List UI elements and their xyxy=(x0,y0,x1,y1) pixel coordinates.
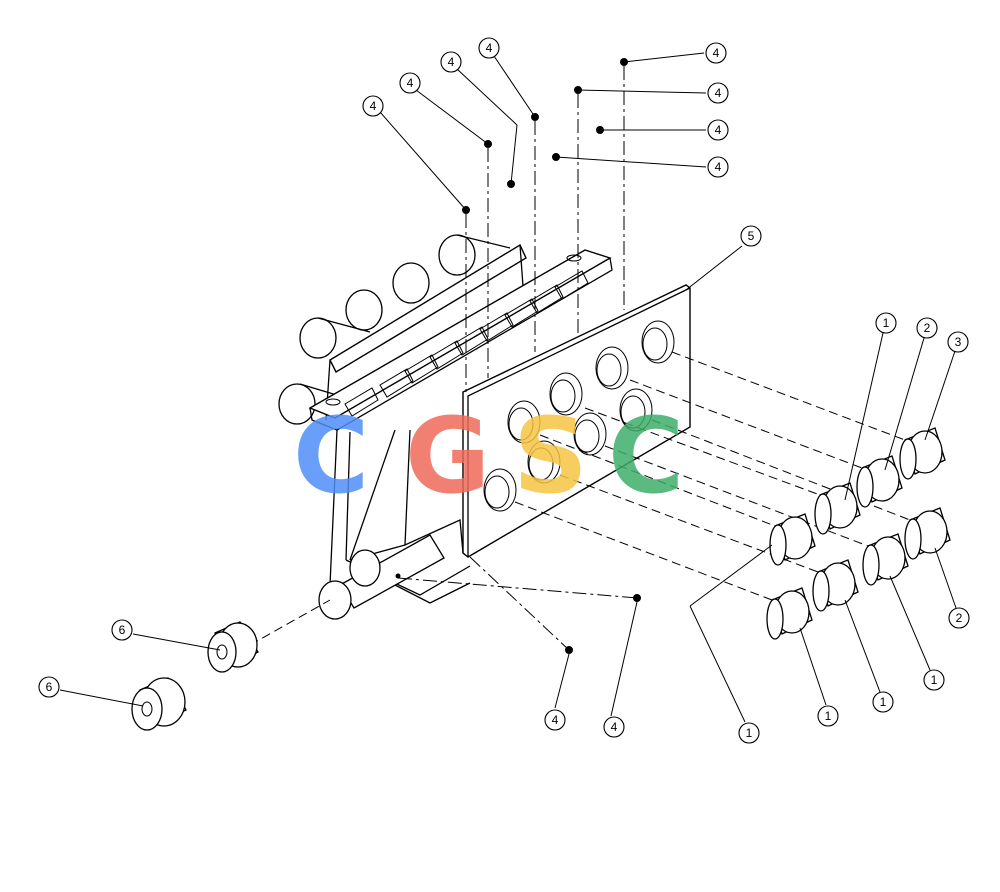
balloon-label: 1 xyxy=(746,726,753,740)
balloon-label: 4 xyxy=(552,713,559,727)
item-balloon: 2 xyxy=(916,317,938,339)
watermark-letter: G xyxy=(405,395,490,517)
item-balloon: 1 xyxy=(875,312,897,334)
screw-axes xyxy=(397,66,638,651)
balloon-label: 4 xyxy=(713,46,720,60)
caps xyxy=(766,427,951,640)
item-balloon: 4 xyxy=(544,709,566,731)
balloon-label: 3 xyxy=(955,335,962,349)
rear-tubes xyxy=(278,234,511,425)
leader-lines xyxy=(59,52,957,723)
watermark-letter: C xyxy=(293,395,369,517)
balloon-label: 4 xyxy=(715,123,722,137)
balloon-label: 1 xyxy=(880,695,887,709)
item-balloon: 5 xyxy=(740,225,762,247)
item-balloon: 4 xyxy=(362,95,384,117)
item-balloon: 4 xyxy=(478,37,500,59)
balloon-label: 1 xyxy=(825,709,832,723)
bushings xyxy=(131,621,259,731)
item-balloon: 4 xyxy=(707,119,729,141)
balloon-label: 4 xyxy=(407,76,414,90)
item-balloon: 1 xyxy=(923,669,945,691)
item-balloon: 6 xyxy=(38,676,60,698)
item-balloon: 1 xyxy=(872,691,894,713)
item-balloon: 3 xyxy=(947,331,969,353)
item-balloon: 4 xyxy=(707,82,729,104)
balloon-label: 2 xyxy=(956,611,963,625)
item-balloon: 4 xyxy=(707,156,729,178)
balloon-label: 4 xyxy=(715,160,722,174)
balloon-label: 6 xyxy=(46,680,53,694)
balloon-label: 2 xyxy=(924,321,931,335)
balloon-label: 4 xyxy=(370,99,377,113)
item-balloon: 4 xyxy=(440,51,462,73)
item-balloon: 4 xyxy=(603,716,625,738)
balloon-label: 1 xyxy=(931,673,938,687)
item-balloon: 2 xyxy=(948,607,970,629)
balloon-label: 4 xyxy=(715,86,722,100)
item-balloon: 4 xyxy=(399,72,421,94)
rear-plate xyxy=(329,243,527,373)
balloon-label: 6 xyxy=(119,623,126,637)
balloon-label: 1 xyxy=(883,316,890,330)
item-balloon: 4 xyxy=(705,42,727,64)
item-balloon: 1 xyxy=(817,705,839,727)
balloon-label: 4 xyxy=(611,720,618,734)
watermark-letter: S xyxy=(513,395,588,517)
watermark-letter: C xyxy=(608,395,684,517)
lower-frame xyxy=(318,429,471,620)
watermark: C G S C xyxy=(293,395,684,517)
item-balloon: 6 xyxy=(111,619,133,641)
balloon-label: 5 xyxy=(748,229,755,243)
item-balloon: 1 xyxy=(738,722,760,744)
balloon-label: 4 xyxy=(448,55,455,69)
balloon-label: 4 xyxy=(486,41,493,55)
